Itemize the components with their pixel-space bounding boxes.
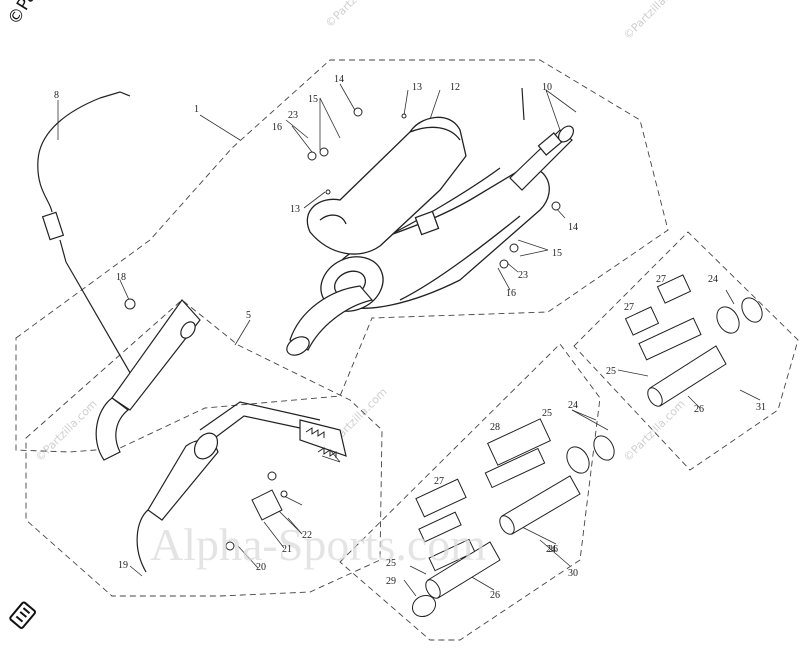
- outline-sleeve-kit-30: [339, 343, 601, 641]
- partzilla-logo-icon: [9, 601, 37, 629]
- outline-sleeve-kit-31: [573, 231, 799, 471]
- callout-27c: 27: [434, 476, 444, 487]
- callout-14a: 14: [334, 74, 344, 85]
- callout-26b: 26: [548, 544, 558, 555]
- callout-10: 10: [542, 82, 552, 93]
- callout-25c: 25: [386, 558, 396, 569]
- callout-15a: 15: [308, 94, 318, 105]
- callout-28: 28: [490, 422, 500, 433]
- header-pipe: [95, 299, 321, 573]
- callout-24c: 24: [546, 544, 556, 555]
- callout-20: 20: [256, 562, 266, 573]
- leader-lines: [57, 83, 761, 597]
- repack-kit-31: [624, 274, 763, 407]
- callout-1: 1: [194, 104, 199, 115]
- heat-shield: [306, 116, 467, 255]
- tail-pipe: [509, 87, 574, 191]
- callout-16a: 16: [272, 122, 282, 133]
- callout-23b: 23: [518, 270, 528, 281]
- bracket-hardware: [124, 107, 561, 551]
- callout-13a: 13: [412, 82, 422, 93]
- callout-18: 18: [116, 272, 126, 283]
- callout-27a: 27: [624, 302, 634, 313]
- repack-kit-30: [411, 418, 615, 618]
- callout-8: 8: [54, 90, 59, 101]
- callout-12: 12: [450, 82, 460, 93]
- callout-19: 19: [118, 560, 128, 571]
- callout-16b: 16: [506, 288, 516, 299]
- assembly-outlines: [15, 59, 799, 641]
- mid-pipe: [286, 285, 374, 457]
- exhaust-springs: [305, 427, 337, 458]
- callout-31: 31: [756, 402, 766, 413]
- outline-header-pipe: [25, 299, 383, 597]
- outline-exhaust-assembly: [15, 59, 669, 453]
- bg-watermark: ©Partzilla.com: [33, 397, 100, 464]
- callout-13b: 13: [290, 204, 300, 215]
- callout-numbers: 1 5 8 10 12 13 13 14 14 15 15 16 16 18 1…: [54, 74, 766, 601]
- callout-5: 5: [246, 310, 251, 321]
- bg-watermark: ©Partzilla.com: [323, 0, 390, 30]
- callout-24b: 24: [568, 400, 578, 411]
- center-watermark: Alpha-Sports.com: [150, 519, 486, 570]
- callout-30: 30: [568, 568, 578, 579]
- callout-24a: 24: [708, 274, 718, 285]
- callout-23a: 23: [288, 110, 298, 121]
- callout-29: 29: [386, 576, 396, 587]
- callout-26a: 26: [694, 404, 704, 415]
- callout-14b: 14: [568, 222, 578, 233]
- callout-25b: 25: [542, 408, 552, 419]
- oxygen-sensor-cable: [37, 91, 141, 391]
- callout-15b: 15: [552, 248, 562, 259]
- callout-25a: 25: [606, 366, 616, 377]
- callout-27b: 27: [656, 274, 666, 285]
- callout-22: 22: [302, 530, 312, 541]
- callout-21: 21: [282, 544, 292, 555]
- callout-26c: 26: [490, 590, 500, 601]
- bg-watermark: ©Partzilla.com: [621, 0, 688, 42]
